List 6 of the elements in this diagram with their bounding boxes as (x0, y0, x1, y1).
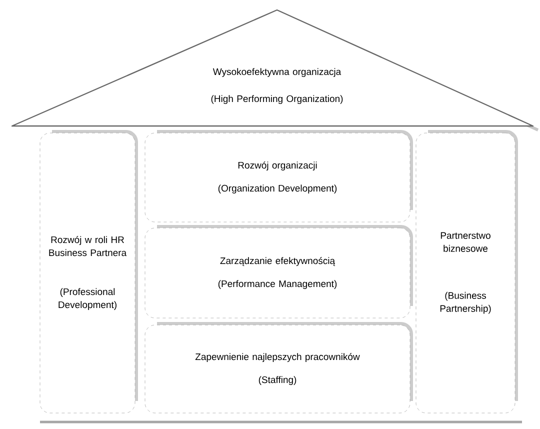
pillar-box: Rozwój organizacji (Organization Development) (144, 130, 413, 222)
pillar-box: Partnerstwo biznesowe (Business Partnership) (416, 130, 518, 414)
pillar-box: Zapewnienie najlepszych pracowników (Staffing) (144, 322, 413, 414)
pillar-box: Rozwój w roli HR Business Partnera (Professional Development) (40, 130, 138, 414)
roof-triangle: Wysokoefektywna organizacja (High Performing Organization) (11, 9, 539, 132)
pillar-box: Zarządzanie efektywnością (Performance Management) (144, 225, 413, 318)
